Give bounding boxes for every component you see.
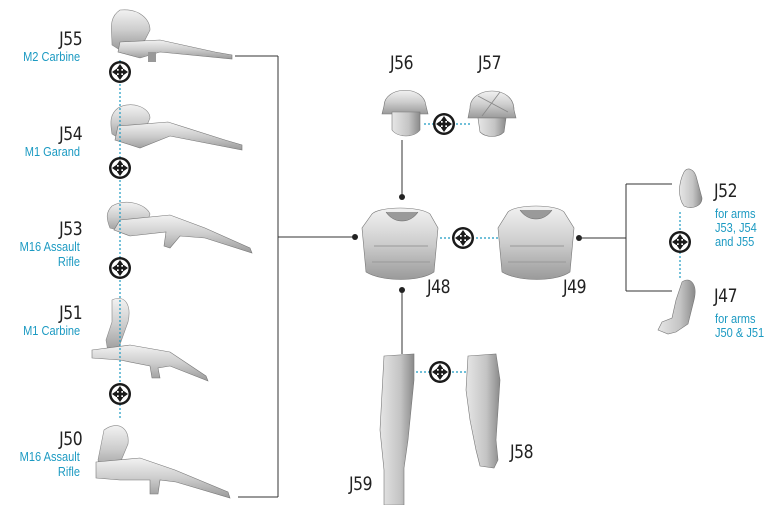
swap-icon — [109, 157, 131, 179]
part-code-j51: J51 — [58, 302, 83, 324]
swap-icon — [109, 383, 131, 405]
legs-j59 — [379, 353, 415, 505]
head-j56 — [381, 89, 429, 137]
part-code-j49: J49 — [563, 276, 587, 298]
arm-j53-m16-rifle — [106, 202, 253, 254]
part-name-j50-line2: Rifle — [57, 464, 80, 479]
swap-icon — [452, 227, 474, 249]
part-code-j48: J48 — [427, 276, 451, 298]
swap-icon — [429, 361, 451, 383]
arm-j52 — [679, 168, 703, 208]
torso-j48 — [361, 207, 439, 280]
part-name-j54: M1 Garand — [24, 144, 80, 159]
part-code-j55: J55 — [58, 28, 83, 50]
part-code-j53: J53 — [58, 218, 83, 240]
part-code-j47: J47 — [714, 285, 738, 307]
torso-j49 — [497, 205, 575, 280]
part-note-j52-line2: J53, J54 — [715, 220, 757, 235]
swap-icon — [669, 231, 691, 253]
arm-j50-m16-rifle — [95, 425, 231, 499]
arm-j54-m1-garand — [110, 104, 243, 151]
part-code-j58: J58 — [510, 441, 534, 463]
arm-j47 — [657, 279, 696, 335]
swap-icon — [433, 113, 455, 135]
part-code-j52: J52 — [714, 180, 738, 202]
swap-icon — [109, 257, 131, 279]
part-name-j50-line1: M16 Assault — [19, 449, 80, 464]
swap-icon — [109, 61, 131, 83]
part-code-j50: J50 — [58, 428, 83, 450]
head-j57 — [467, 90, 517, 137]
part-name-j53-line1: M16 Assault — [19, 239, 80, 254]
part-name-j51: M1 Carbine — [22, 323, 80, 338]
part-name-j53-line2: Rifle — [57, 254, 80, 269]
part-note-j47-line1: for arms — [715, 311, 756, 326]
legs-j58 — [465, 353, 501, 469]
part-note-j52-line1: for arms — [715, 206, 756, 221]
part-code-j56: J56 — [390, 52, 414, 74]
part-note-j47-line2: J50 & J51 — [715, 325, 765, 340]
part-note-j52-line3: and J55 — [715, 234, 755, 249]
arm-j55-m2-carbine — [111, 9, 233, 62]
part-code-j59: J59 — [349, 473, 373, 495]
part-name-j55: M2 Carbine — [22, 49, 80, 64]
part-code-j57: J57 — [478, 52, 502, 74]
arm-j51-m1-carbine — [91, 298, 209, 382]
part-code-j54: J54 — [58, 123, 83, 145]
